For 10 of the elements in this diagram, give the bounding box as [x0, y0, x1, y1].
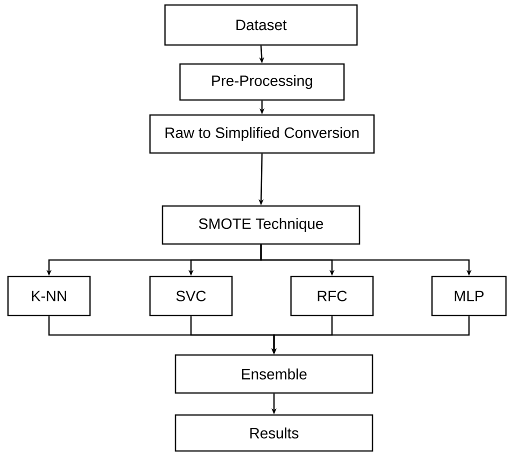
process-box: RFC [290, 276, 374, 316]
process-box: SMOTE Technique [162, 205, 360, 245]
process-box: Pre-Processing [179, 63, 345, 101]
process-box: Dataset [164, 4, 358, 46]
process-box: Ensemble [174, 354, 374, 394]
process-box: K-NN [7, 276, 91, 316]
process-box: SVC [149, 276, 233, 316]
process-box: Results [174, 414, 374, 452]
process-box: MLP [431, 276, 507, 316]
process-box: Raw to Simplified Conversion [149, 114, 375, 154]
